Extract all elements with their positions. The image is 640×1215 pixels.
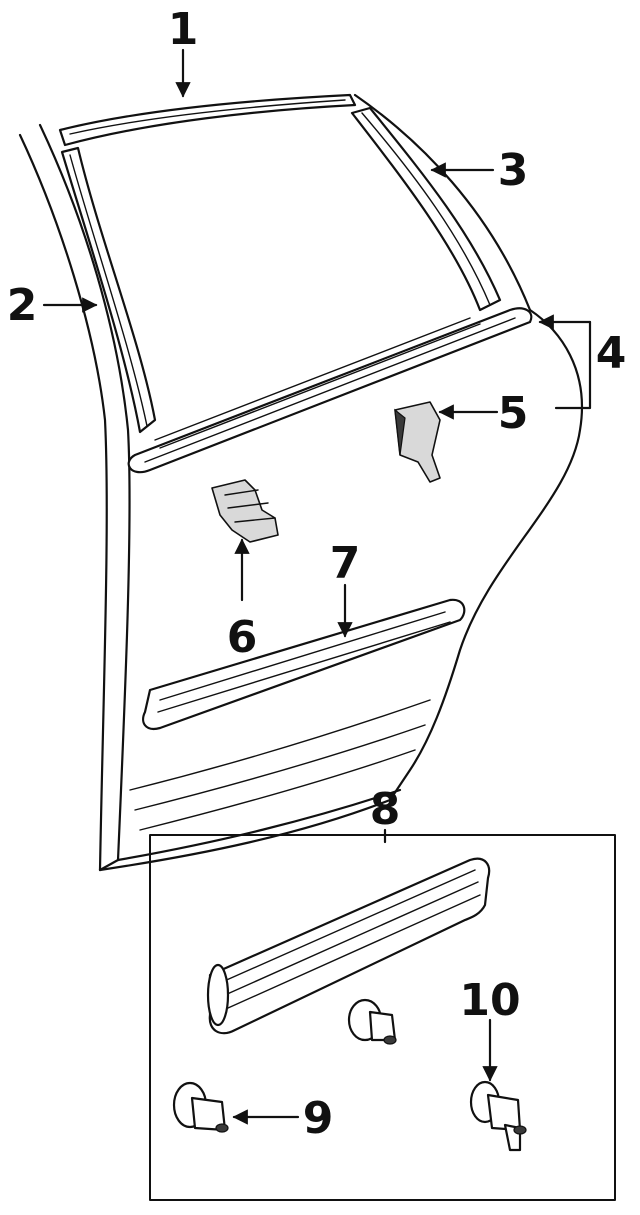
- part-8-molding-kit: [206, 857, 491, 1035]
- door-shell: [18, 93, 584, 872]
- callout-5: 5: [498, 388, 529, 439]
- fastener-clip: [347, 998, 397, 1045]
- callout-7: 7: [330, 538, 361, 589]
- part-7-body-side-molding: [142, 598, 466, 730]
- callout-6: 6: [227, 612, 258, 663]
- callout-2: 2: [7, 280, 38, 331]
- part-4-belt-molding: [127, 307, 533, 474]
- part-1-upper-frame-molding: [58, 93, 357, 147]
- kit-box: [149, 834, 616, 1201]
- part-3-rear-pillar-molding: [350, 106, 502, 312]
- callout-9: 9: [303, 1093, 334, 1144]
- part-9-grommet: [172, 1081, 229, 1133]
- part-10-clip: [469, 1080, 527, 1152]
- callout-4: 4: [596, 328, 627, 379]
- leader-lines: [42, 48, 592, 1125]
- callout-10: 10: [459, 975, 520, 1026]
- part-5-clip: [394, 401, 441, 483]
- callout-8: 8: [370, 784, 401, 835]
- callout-3: 3: [498, 145, 529, 196]
- callout-1: 1: [168, 4, 199, 55]
- part-2-front-pillar-molding: [60, 146, 157, 434]
- part-6-bracket: [211, 479, 279, 543]
